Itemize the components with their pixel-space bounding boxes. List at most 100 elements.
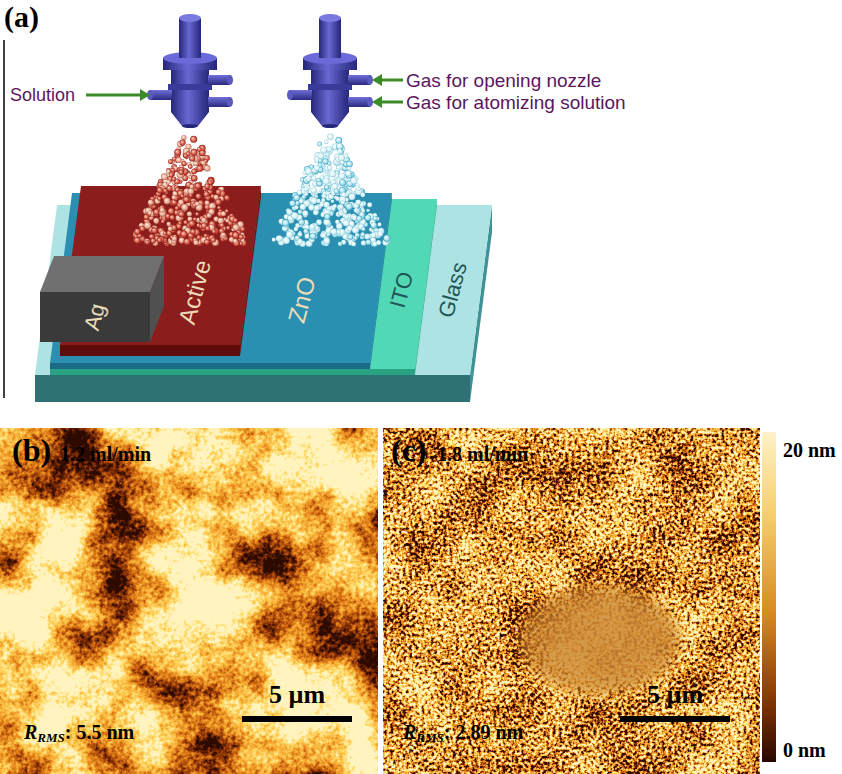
droplet xyxy=(371,233,376,238)
spray-nozzle xyxy=(179,18,201,58)
droplet xyxy=(180,140,186,146)
droplet xyxy=(348,234,353,239)
droplet xyxy=(376,240,381,245)
afm-image xyxy=(0,428,378,774)
droplet xyxy=(181,135,186,140)
droplet xyxy=(355,183,359,187)
droplet xyxy=(276,235,283,242)
spray-nozzle xyxy=(168,84,212,90)
spray-nozzle xyxy=(287,14,373,128)
droplet xyxy=(321,198,325,202)
droplet xyxy=(303,229,308,234)
droplet xyxy=(171,166,178,173)
droplet xyxy=(183,196,189,202)
ag-electrode xyxy=(40,292,150,342)
flow-arrow xyxy=(380,101,403,104)
droplet xyxy=(341,192,346,197)
droplet xyxy=(320,203,324,207)
droplet xyxy=(310,233,317,240)
droplet xyxy=(195,193,201,199)
droplet xyxy=(294,227,299,232)
droplet xyxy=(334,189,339,194)
droplet xyxy=(377,231,383,237)
droplet xyxy=(147,210,152,215)
droplet xyxy=(338,241,343,246)
droplet xyxy=(151,227,157,233)
droplet xyxy=(308,204,314,210)
color-bar xyxy=(762,432,776,762)
droplet xyxy=(317,142,322,147)
flow-rate: 1.8 ml/min xyxy=(437,444,528,464)
droplet xyxy=(183,220,188,225)
spray-nozzle xyxy=(348,75,370,85)
droplet xyxy=(316,178,320,182)
scale-label: 5 µm xyxy=(647,682,703,708)
active-layer xyxy=(240,186,261,356)
spray-nozzle xyxy=(311,70,349,112)
spray-nozzle xyxy=(182,124,198,128)
flow-arrow xyxy=(372,74,403,86)
droplet xyxy=(210,237,215,242)
droplet xyxy=(297,239,303,245)
droplet xyxy=(154,218,160,224)
afm-image xyxy=(545,600,665,680)
droplet xyxy=(145,240,150,245)
droplet xyxy=(168,159,173,164)
flow-arrow xyxy=(372,96,403,108)
spray-nozzle xyxy=(227,75,233,85)
afm-panel: (b)1.2 ml/minRRMS: 5.5 nm5 µm xyxy=(0,428,378,774)
droplet xyxy=(180,231,187,238)
droplet xyxy=(313,210,319,216)
droplet xyxy=(143,214,149,220)
droplet xyxy=(207,178,214,185)
droplet xyxy=(169,172,174,177)
droplet xyxy=(189,184,194,189)
droplet xyxy=(195,212,199,216)
droplet xyxy=(166,180,171,185)
droplet xyxy=(356,216,362,222)
input-label: Gas for atomizing solution xyxy=(406,93,626,112)
droplet xyxy=(337,204,344,211)
droplet xyxy=(238,234,243,239)
value: : 5.5 nm xyxy=(65,721,134,743)
droplet xyxy=(180,194,184,198)
droplet xyxy=(318,159,322,163)
droplet xyxy=(366,239,372,245)
droplet xyxy=(145,207,152,214)
droplet xyxy=(309,225,316,232)
droplet xyxy=(367,202,372,207)
droplet xyxy=(163,188,168,193)
droplet xyxy=(383,235,390,242)
droplet xyxy=(282,219,289,226)
droplet xyxy=(329,171,335,177)
droplet xyxy=(160,230,166,236)
zno-layer xyxy=(370,193,392,369)
droplet xyxy=(350,177,357,184)
droplet xyxy=(324,185,329,190)
droplet xyxy=(220,187,225,192)
droplet xyxy=(331,229,337,235)
droplet xyxy=(172,177,177,182)
ito-layer xyxy=(50,369,415,375)
droplet xyxy=(178,211,184,217)
droplet xyxy=(365,215,371,221)
droplet xyxy=(294,205,298,209)
droplet xyxy=(201,160,206,165)
droplet xyxy=(335,137,342,144)
droplet xyxy=(172,195,177,200)
droplet xyxy=(134,237,141,244)
droplet xyxy=(174,149,181,156)
droplet xyxy=(351,242,356,247)
droplet xyxy=(163,231,167,235)
droplet xyxy=(225,219,229,223)
spray-droplets xyxy=(132,135,247,247)
ag-electrode xyxy=(40,256,164,342)
droplet xyxy=(205,226,210,231)
droplet xyxy=(221,232,226,237)
spray-nozzle xyxy=(179,14,201,22)
droplet xyxy=(366,209,370,213)
input-label: Solution xyxy=(10,86,75,104)
afm-image xyxy=(0,428,378,774)
droplet xyxy=(355,199,361,205)
